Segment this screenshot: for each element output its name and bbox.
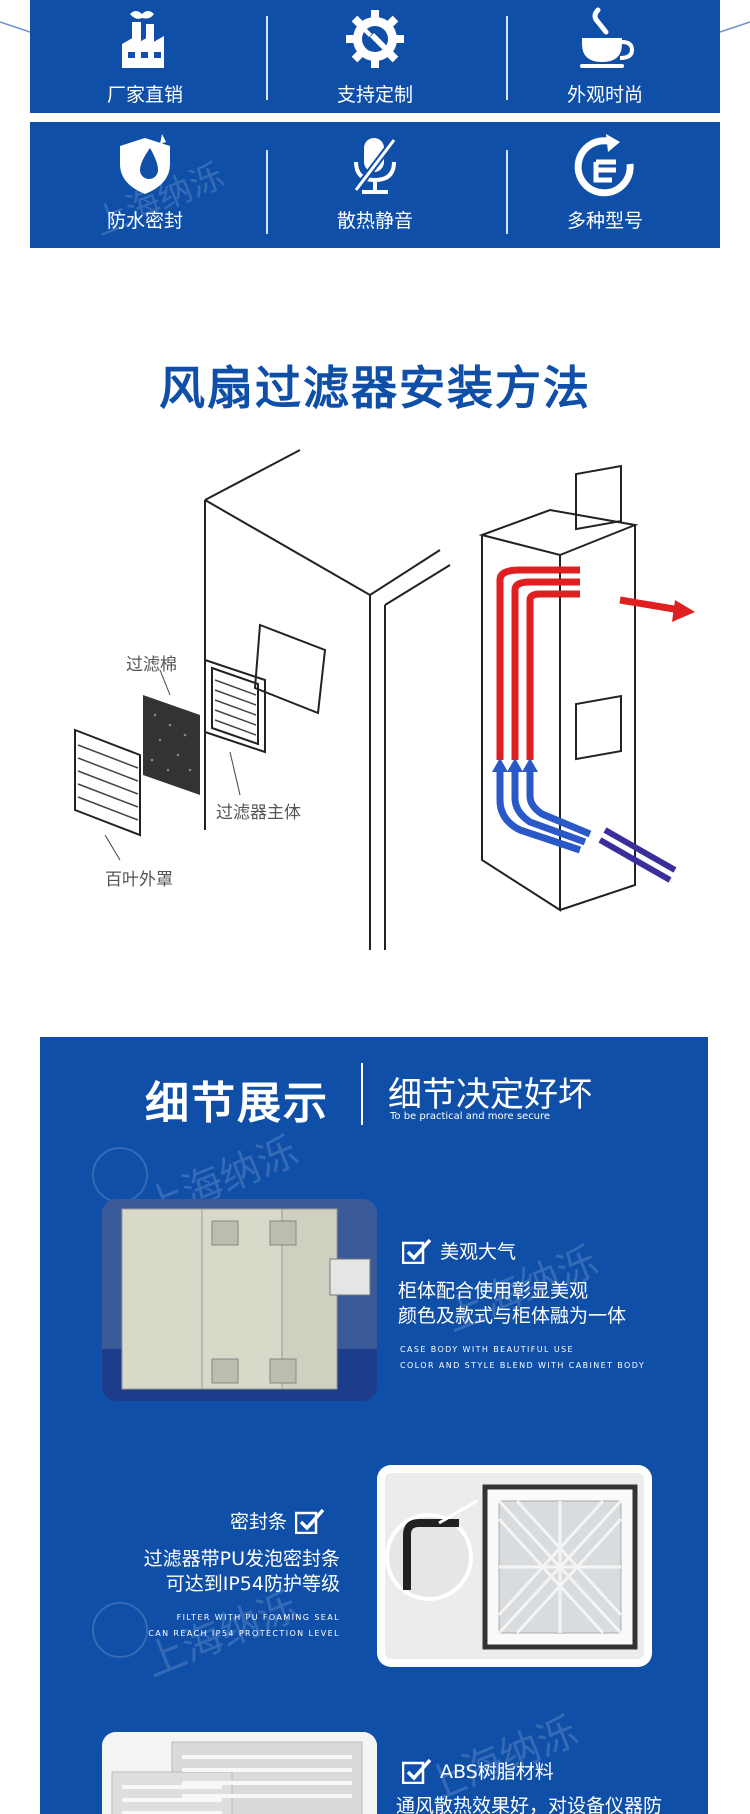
feature-separator [506,16,508,100]
feature-multiple-models: 多种型号 [490,122,720,248]
mute-mic-icon [353,137,397,194]
detail-en-line: COLOR AND STYLE BLEND WITH CABINET BODY [400,1361,646,1370]
detail-en-line: CASE BODY WITH BEAUTIFUL USE [400,1345,575,1354]
detail-description: 过滤器带PU发泡密封条 可达到IP54防护等级 [100,1547,340,1597]
details-title: 细节展示 [145,1078,329,1129]
install-diagram-drawing [74,449,695,950]
decor-line-right [720,21,750,33]
cabinet-image [102,1199,377,1401]
details-subtitle: 细节决定好坏 [388,1075,592,1115]
label-filter-body: 过滤器主体 [216,803,301,823]
details-section: 细节展示 细节决定好坏 To be practical and more sec… [40,1037,708,1814]
feature-separator [506,150,508,234]
panel-gap [30,113,720,122]
feature-customization: 支持定制 [260,0,490,113]
install-section-title: 风扇过滤器安装方法 [159,361,591,415]
detail-en-line: FILTER WITH PU FOAMING SEAL [176,1613,340,1622]
feature-label: 多种型号 [566,210,643,232]
feature-separator [266,150,268,234]
details-subtitle-en: To be practical and more secure [390,1111,551,1122]
feature-label: 防水密封 [106,210,183,232]
label-filter-cotton: 过滤棉 [126,655,177,675]
detail-description: 通风散热效果好，对设备仪器防 [396,1794,662,1814]
feature-label: 厂家直销 [106,84,183,106]
detail-desc-line: 颜色及款式与柜体融为一体 [398,1305,627,1327]
detail-heading-text: 美观大气 [440,1241,517,1263]
feature-waterproof: 防水密封 [30,122,260,248]
detail-english: FILTER WITH PU FOAMING SEAL CAN REACH IP… [100,1610,340,1642]
filter-seal-image [385,1473,644,1659]
detail-desc-line: 通风散热效果好，对设备仪器防 [396,1795,663,1814]
cup-icon [580,7,635,68]
factory-icon [122,11,164,68]
feature-silent-cooling: 散热静音 [260,122,490,248]
detail-desc-line: 可达到IP54防护等级 [165,1573,340,1595]
detail-desc-line: 过滤器带PU发泡密封条 [143,1548,340,1570]
detail-item-heading: ABS树脂材料 [402,1757,554,1784]
decor-line-left [0,21,30,33]
detail-english: CASE BODY WITH BEAUTIFUL USE COLOR AND S… [400,1342,645,1374]
feature-factory-direct: 厂家直销 [30,0,260,113]
feature-fashion: 外观时尚 [490,0,720,113]
detail-heading-text: ABS树脂材料 [440,1761,554,1783]
feature-panel-top: 厂家直销 支持定制 外观时尚 [30,0,720,113]
photo-abs-filter [102,1732,377,1814]
detail-en-line: CAN REACH IP54 PROTECTION LEVEL [148,1629,340,1638]
watermark-logo [92,1602,148,1658]
photo-cabinet [102,1199,377,1401]
feature-label: 支持定制 [336,84,413,106]
checkbox-icon [295,1508,325,1534]
detail-item-heading: 美观大气 [402,1237,516,1264]
checkbox-icon [402,1758,432,1784]
watermark-logo [92,1147,148,1203]
detail-heading-text: 密封条 [230,1511,288,1533]
shield-drop-icon [120,134,170,194]
gear-wrench-icon [346,10,404,68]
checkbox-icon [402,1238,432,1264]
install-diagram: 过滤棉 过滤器主体 百叶外罩 [60,440,720,960]
abs-filter-image [102,1732,377,1814]
feature-label: 外观时尚 [566,84,643,106]
detail-item-heading: 密封条 [230,1507,325,1534]
photo-filter-seal [377,1465,652,1667]
refresh-arrow-icon [574,134,634,197]
feature-panel-bottom: 防水密封 散热静音 多种型号 上海纳泺 [30,122,720,248]
detail-desc-line: 柜体配合使用彰显美观 [398,1280,589,1302]
feature-separator [266,16,268,100]
label-louver-cover: 百叶外罩 [105,870,173,890]
details-title-divider [361,1063,363,1125]
feature-label: 散热静音 [336,210,413,232]
detail-description: 柜体配合使用彰显美观 颜色及款式与柜体融为一体 [398,1279,626,1329]
